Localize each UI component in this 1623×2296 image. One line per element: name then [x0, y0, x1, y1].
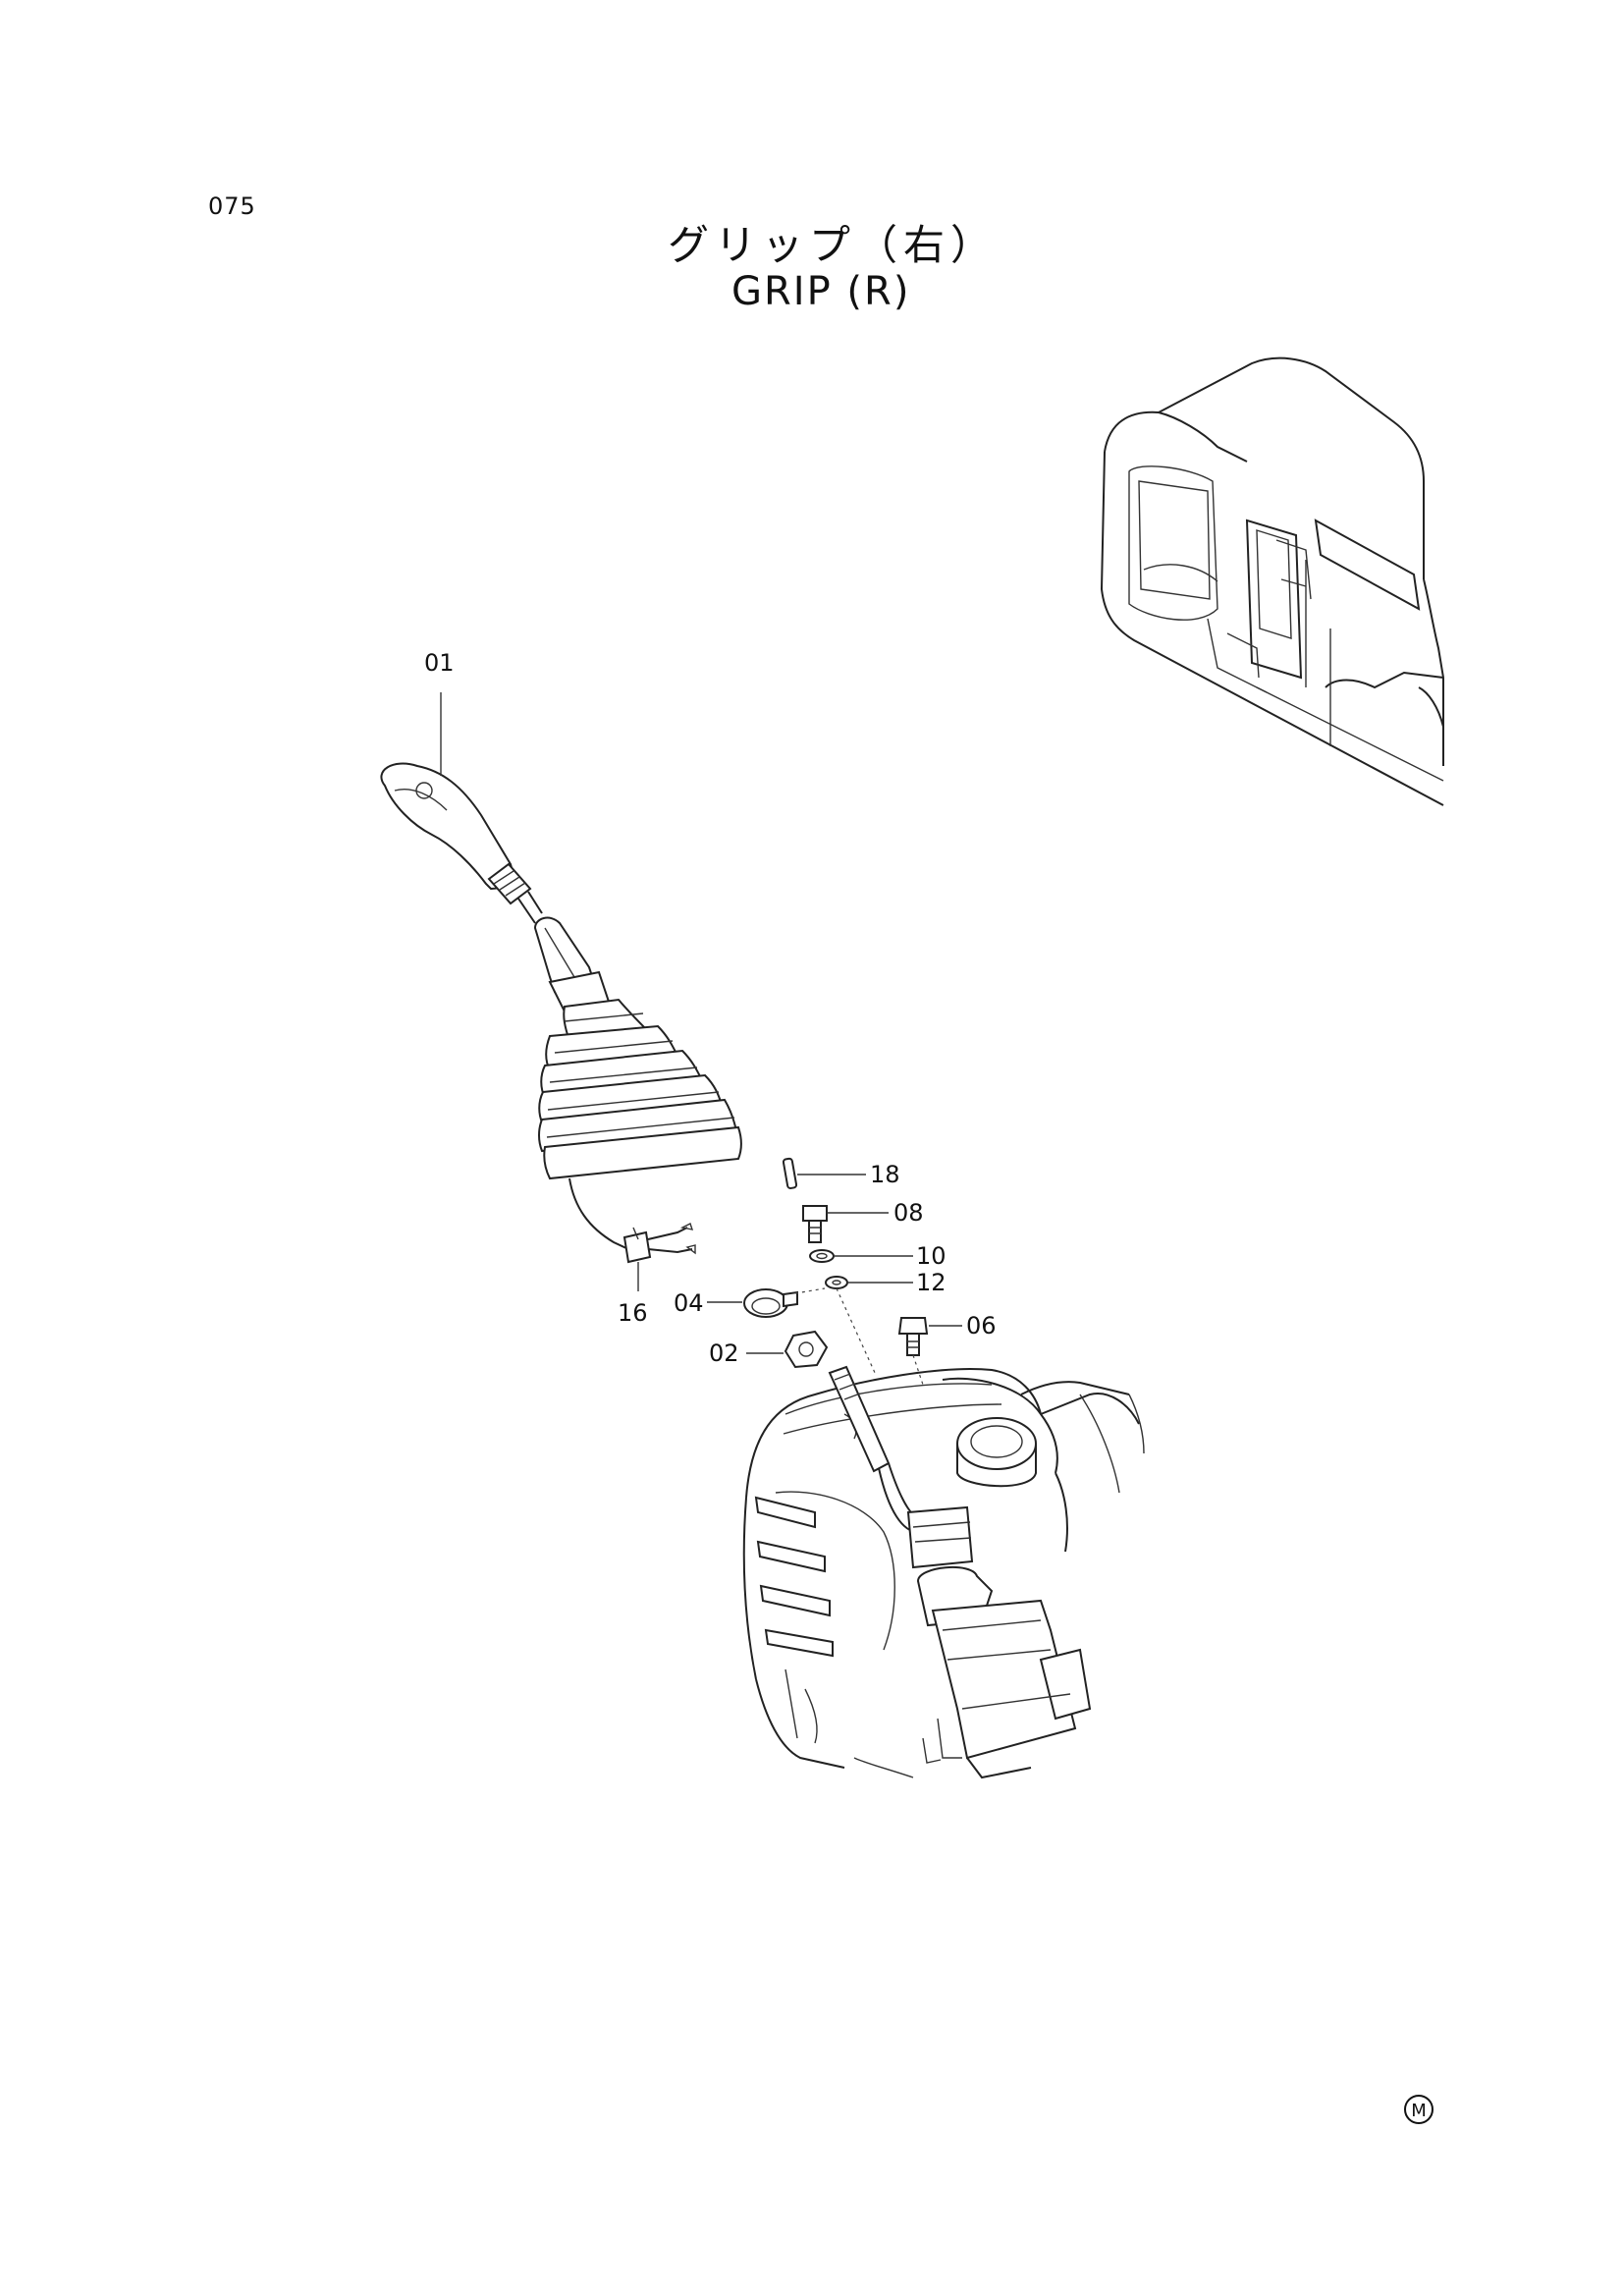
- callout-08: 08: [893, 1199, 924, 1227]
- callout-12: 12: [916, 1269, 947, 1296]
- manufacturer-mark: M: [1404, 2095, 1434, 2124]
- callout-02: 02: [709, 1339, 739, 1367]
- callout-10: 10: [916, 1242, 947, 1270]
- grip-lever-assembly: [380, 762, 742, 1264]
- callout-06: 06: [966, 1312, 997, 1339]
- page-number: 075: [208, 192, 256, 220]
- callout-16: 16: [618, 1299, 648, 1327]
- callout-leaders: [440, 692, 962, 1354]
- page-title-japanese: グリップ（右）: [668, 221, 999, 269]
- page-title-english: GRIP (R): [731, 269, 911, 314]
- callout-04: 04: [674, 1289, 704, 1317]
- callout-01: 01: [424, 649, 455, 677]
- cab-location-inset: [1100, 356, 1444, 806]
- hardware-parts: [743, 1157, 929, 1386]
- pilot-valve-base: [742, 1365, 1145, 1779]
- callout-18: 18: [870, 1161, 900, 1188]
